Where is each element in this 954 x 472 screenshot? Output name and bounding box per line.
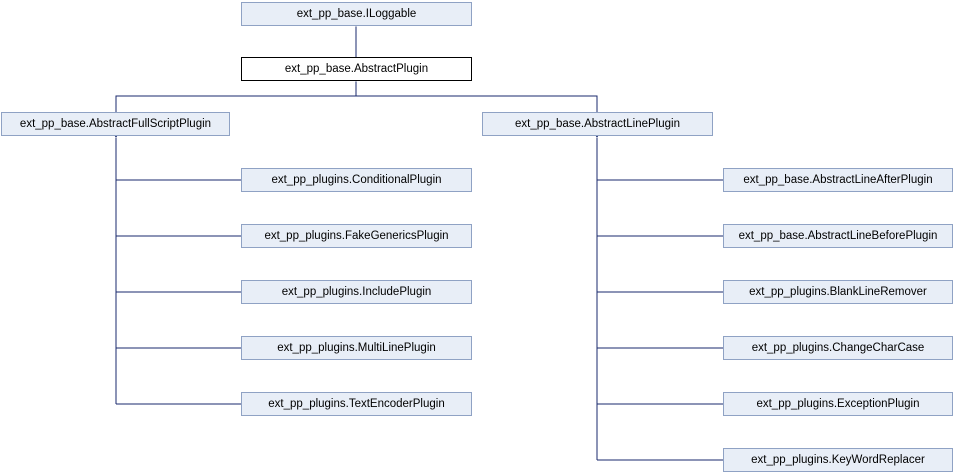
class-node-abstract-plugin: ext_pp_base.AbstractPlugin (241, 57, 472, 81)
edge-branch-to-abstract-plugin (115, 95, 598, 112)
class-node-conditional-plugin[interactable]: ext_pp_plugins.ConditionalPlugin (241, 168, 472, 192)
class-node-blank-line-remover[interactable]: ext_pp_plugins.BlankLineRemover (723, 280, 953, 304)
class-node-abstract-full-script-plugin[interactable]: ext_pp_base.AbstractFullScriptPlugin (1, 112, 230, 136)
class-node-change-char-case[interactable]: ext_pp_plugins.ChangeCharCase (723, 336, 953, 360)
class-node-exception-plugin[interactable]: ext_pp_plugins.ExceptionPlugin (723, 392, 953, 416)
class-node-abstract-line-after-plugin[interactable]: ext_pp_base.AbstractLineAfterPlugin (723, 168, 953, 192)
class-node-iloggable[interactable]: ext_pp_base.ILoggable (241, 2, 472, 26)
class-node-abstract-line-plugin[interactable]: ext_pp_base.AbstractLinePlugin (482, 112, 713, 136)
class-node-keyword-replacer[interactable]: ext_pp_plugins.KeyWordReplacer (723, 448, 953, 472)
class-node-fake-generics-plugin[interactable]: ext_pp_plugins.FakeGenericsPlugin (241, 224, 472, 248)
class-node-text-encoder-plugin[interactable]: ext_pp_plugins.TextEncoderPlugin (241, 392, 472, 416)
class-node-abstract-line-before-plugin[interactable]: ext_pp_base.AbstractLineBeforePlugin (723, 224, 953, 248)
class-node-multi-line-plugin[interactable]: ext_pp_plugins.MultiLinePlugin (241, 336, 472, 360)
class-node-include-plugin[interactable]: ext_pp_plugins.IncludePlugin (241, 280, 472, 304)
